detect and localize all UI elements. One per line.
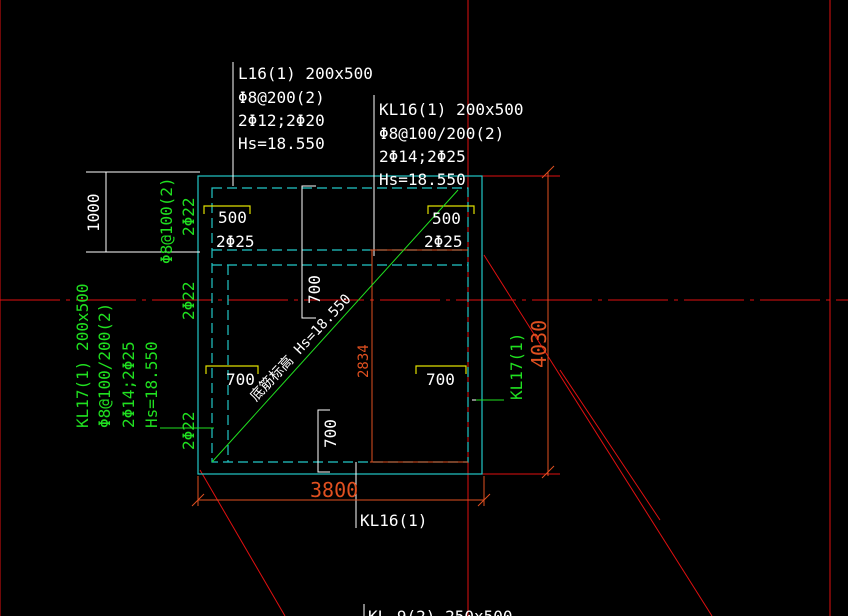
dim-4030-tick-b [541,465,555,479]
bracket-tl [203,205,251,214]
beam-outline [197,175,483,475]
kl16-name: KL16(1) 200x500 [379,100,524,119]
dim-lines [191,165,555,507]
diagonal-label: 底筋标高 Hs=18.550 [246,291,354,405]
l16-hs: Hs=18.550 [238,134,325,153]
dim-3800: 3800 [310,478,358,502]
kl17-left-stirrup: Φ8@100/200(2) [95,303,114,428]
green-lines [160,189,504,463]
bracket-ml [205,365,259,374]
axis-line-diagonal-edge [559,369,661,521]
slab-diagonal [211,189,459,463]
l16-stirrup: Φ8@200(2) [238,88,325,107]
kl16-hs: Hs=18.550 [379,170,466,189]
green-text: KL17(1) 200x500 Φ8@100/200(2) 2Φ14;2Φ25 … [73,177,526,450]
axis-line-diagonal-bottom [199,469,286,616]
dim-3800-tick-r [477,493,491,507]
dim-1000: 1000 [84,193,103,232]
left-bar-bot: 2Φ22 [179,411,198,450]
dim-top-right-len: 500 [432,209,461,228]
dim-3800-tick-l [191,493,205,507]
dim-top-right-bars: 2Φ25 [424,232,463,251]
left-bar-mid: 2Φ22 [179,281,198,320]
l16-name: L16(1) 200x500 [238,64,373,83]
dim-4030-tick-t [541,165,555,179]
orange-text: 3800 4030 2834 [310,320,551,502]
axis-line-diagonal-right [483,254,713,616]
dim-mid-left-len: 700 [226,370,255,389]
left-bar-top: 2Φ22 [179,197,198,236]
white-text: L16(1) 200x500 Φ8@200(2) 2Φ12;2Φ20 Hs=18… [84,64,524,616]
beam-inner-rect [211,187,469,463]
bracket-bottom-vert [317,409,330,473]
beam-outer-rect [197,175,483,475]
l16-bars: 2Φ12;2Φ20 [238,111,325,130]
kl17-right-label: KL17(1) [507,333,526,400]
dim-top-left-len: 500 [218,208,247,227]
kl17-left-bars: 2Φ14;2Φ25 [119,341,138,428]
bracket-tr [427,205,475,214]
bracket-top-vert [301,185,316,319]
kl16-bottom-label: KL16(1) [360,511,427,530]
kl16-bars: 2Φ14;2Φ25 [379,147,466,166]
bottom-cut-label: KL 9(2) 250x500 [368,607,513,616]
dim-mid-right-len: 700 [426,370,455,389]
kl16-stirrup: Φ8@100/200(2) [379,124,504,143]
left-stirrup-label: Φ8@100(2) [157,177,176,264]
dim-vert-top: 700 [305,275,324,304]
kl17-left-name: KL17(1) 200x500 [73,284,92,429]
dim-4030: 4030 [527,320,551,368]
bracket-mr [415,365,467,374]
dim-vert-bottom: 700 [321,419,340,448]
yellow-brackets [203,205,475,374]
dim-2834: 2834 [356,344,372,378]
dim-top-left-bars: 2Φ25 [216,232,255,251]
kl17-left-hs: Hs=18.550 [142,341,161,428]
